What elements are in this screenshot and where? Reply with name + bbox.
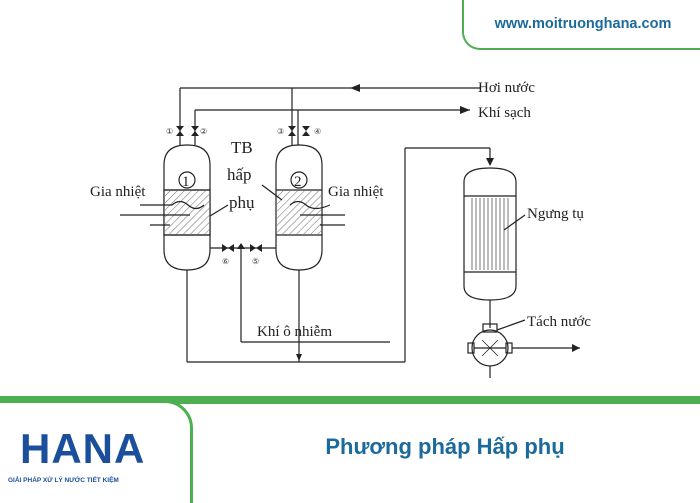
adsorbent-bed-2 xyxy=(277,191,321,234)
valve-1 xyxy=(176,126,184,136)
condenser-label: Ngưng tụ xyxy=(527,206,584,222)
heating-coil-1 xyxy=(140,200,205,210)
inlet-junction-arrow xyxy=(237,243,245,249)
valve-4 xyxy=(302,126,310,136)
column-2-number: 2 xyxy=(294,174,302,190)
footer: HANA GIẢI PHÁP XỬ LÝ NƯỚC TIẾT KIỆM Phươ… xyxy=(0,396,700,503)
valve-5-label: ⑤ xyxy=(252,257,259,266)
heating-left-label: Gia nhiệt xyxy=(90,184,146,200)
tb-label: TB xyxy=(231,138,253,157)
water-separator xyxy=(467,323,513,367)
adsorbent-bed-1 xyxy=(165,191,209,234)
website-url[interactable]: www.moitruonghana.com xyxy=(494,16,672,32)
page-title: Phương pháp Hấp phụ xyxy=(325,434,565,459)
website-url-box: www.moitruonghana.com xyxy=(462,0,700,50)
valve-2 xyxy=(191,126,199,136)
clean-gas-arrow xyxy=(460,106,470,114)
adsorption-column-2 xyxy=(275,144,323,271)
column-2-marker xyxy=(290,171,308,189)
logo-box: HANA GIẢI PHÁP XỬ LÝ NƯỚC TIẾT KIỆM xyxy=(0,400,193,503)
column-1-marker xyxy=(178,171,196,189)
hap-label: hấp xyxy=(227,165,252,184)
valve-3 xyxy=(288,126,296,136)
valve-3-label: ③ xyxy=(277,127,284,136)
steam-label: Hơi nước xyxy=(478,80,535,96)
valve-1-label: ① xyxy=(166,127,173,136)
footer-accent-bar xyxy=(0,396,700,404)
valve-6-label: ⑥ xyxy=(222,257,229,266)
steam-arrow xyxy=(350,84,360,92)
logo-tagline: GIẢI PHÁP XỬ LÝ NƯỚC TIẾT KIỆM xyxy=(8,477,119,484)
water-separation-label: Tách nước xyxy=(527,314,591,330)
heating-coil-2 xyxy=(289,200,331,210)
column-1-number: 1 xyxy=(182,174,190,190)
polluted-gas-label: Khí ô nhiễm xyxy=(257,324,332,340)
adsorption-diagram: ① ② ③ ④ 1 2 ⑥ ⑤ xyxy=(90,80,591,378)
phu-label: phụ xyxy=(229,193,255,212)
clean-gas-label: Khí sạch xyxy=(478,105,531,121)
condenser xyxy=(463,167,517,301)
valve-6 xyxy=(222,244,234,252)
heating-right-label: Gia nhiệt xyxy=(328,184,384,200)
hana-logo[interactable]: HANA xyxy=(20,425,146,472)
valve-2-label: ② xyxy=(200,127,207,136)
valve-4-label: ④ xyxy=(314,127,321,136)
valve-5 xyxy=(250,244,262,252)
